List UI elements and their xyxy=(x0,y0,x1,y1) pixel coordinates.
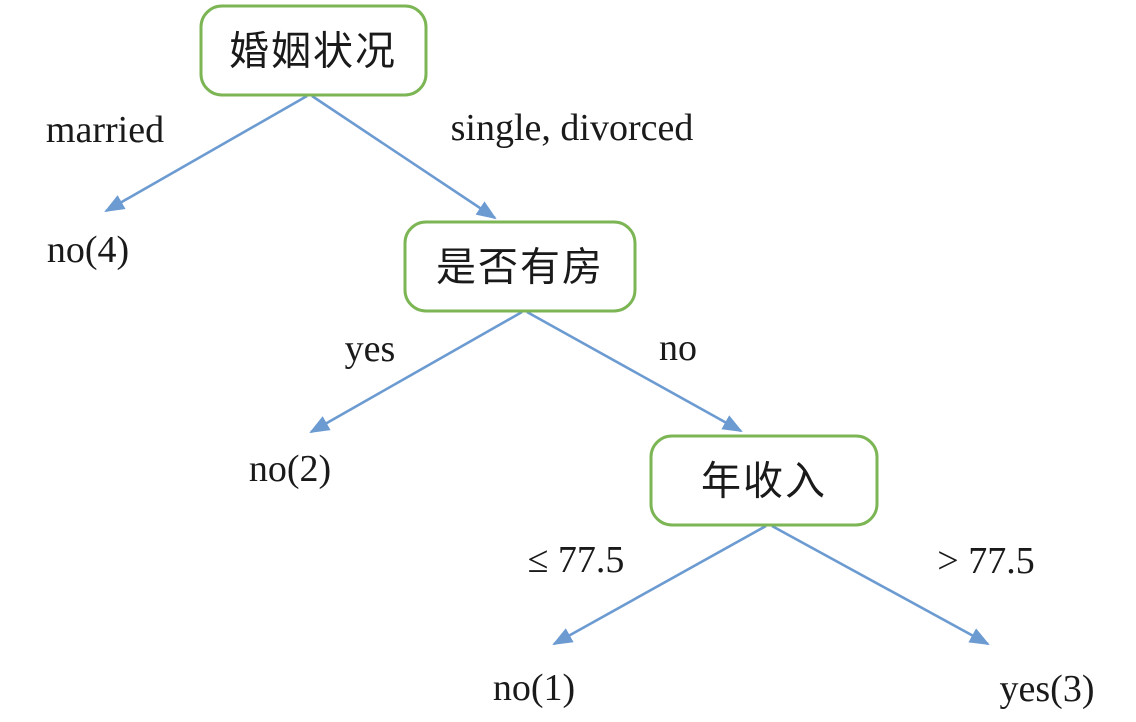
leaf-yes-3: yes(3) xyxy=(1000,668,1095,710)
leaf-no-1: no(1) xyxy=(493,667,575,709)
edge-arrow-le-77-5 xyxy=(552,524,767,646)
edge-label-yes: yes xyxy=(345,328,396,370)
edge-label-le-77-5: ≤ 77.5 xyxy=(528,539,625,581)
leaf-no-4: no(4) xyxy=(47,229,129,271)
node-label-marital-status: 婚姻状况 xyxy=(229,29,397,74)
edge-arrow-gt-77-5 xyxy=(771,524,990,646)
leaf-no-2: no(2) xyxy=(249,448,331,490)
edge-label-single-divorced: single, divorced xyxy=(451,107,694,149)
edge-arrow-single-divorced xyxy=(311,94,497,220)
edge-arrow-yes xyxy=(309,310,523,434)
edge-label-gt-77-5: > 77.5 xyxy=(937,540,1034,582)
edge-arrow-married xyxy=(104,94,308,213)
node-annual-income: 年收入 xyxy=(649,434,879,527)
node-box xyxy=(403,220,637,313)
node-label-annual-income: 年收入 xyxy=(701,459,827,504)
node-box xyxy=(199,4,428,97)
edge-label-married: married xyxy=(46,109,164,151)
edge-arrow-no xyxy=(526,310,743,433)
node-house-ownership: 是否有房 xyxy=(403,220,637,313)
edge-label-no: no xyxy=(659,327,697,369)
node-label-house-ownership: 是否有房 xyxy=(436,245,604,290)
node-box xyxy=(649,434,879,527)
node-marital-status: 婚姻状况 xyxy=(199,4,428,97)
